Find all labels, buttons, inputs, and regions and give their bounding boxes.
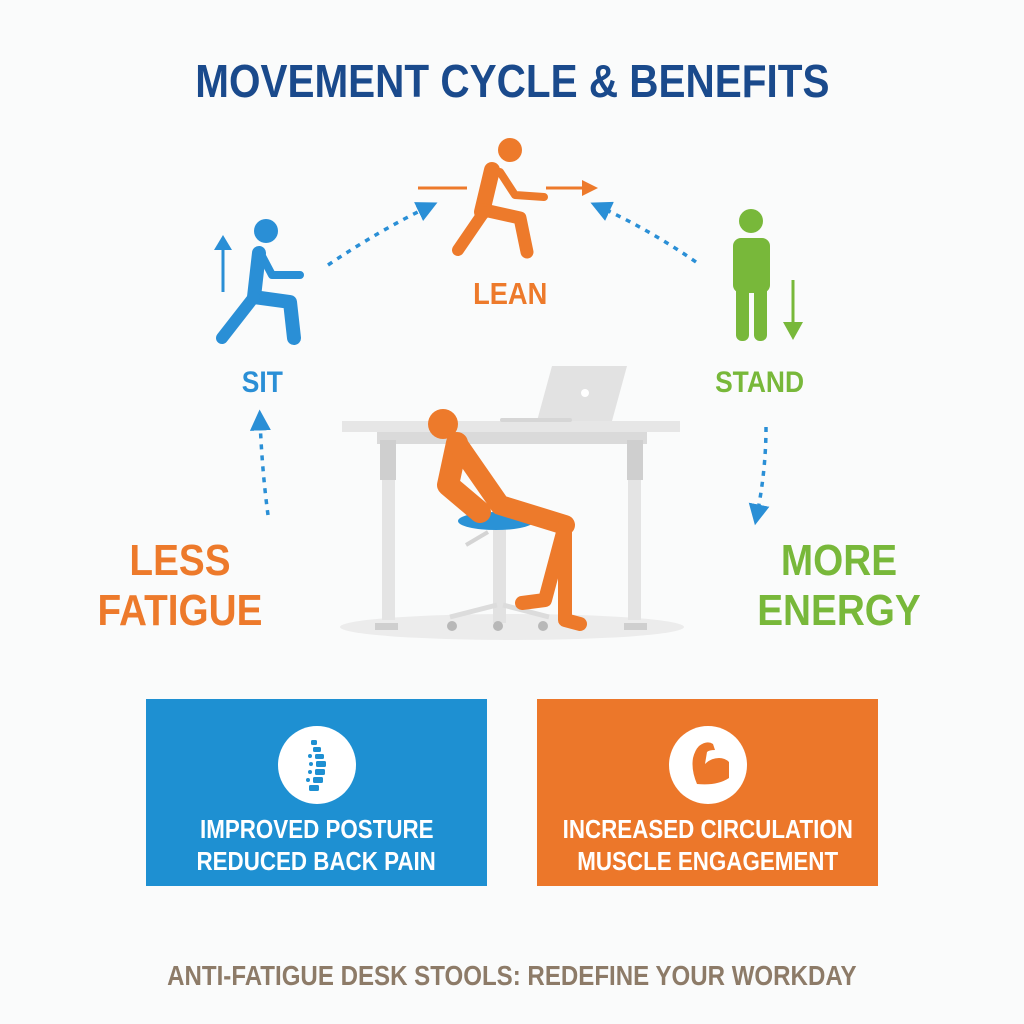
person-leaning-illustration <box>428 409 587 631</box>
benefit-line-1: IMPROVED POSTURE <box>199 814 434 844</box>
benefit-line-2: REDUCED BACK PAIN <box>196 846 437 876</box>
cycle-connector-sit-to-lean <box>327 202 438 267</box>
movement-cycle-diagram <box>214 138 803 640</box>
spine-icon <box>277 726 356 804</box>
cycle-connector-stand-to-energy <box>748 426 770 526</box>
benefit-line-2: MUSCLE ENGAGEMENT <box>577 846 838 876</box>
sit-figure-icon <box>216 219 304 345</box>
benefit-card-circulation: INCREASED CIRCULATION MUSCLE ENGAGEMENT <box>537 699 878 886</box>
footer-tagline: ANTI-FATIGUE DESK STOOLS: REDEFINE YOUR … <box>167 960 857 991</box>
label-lean: LEAN <box>472 276 548 311</box>
down-arrow-icon <box>783 280 803 340</box>
horizontal-arrows-icon <box>418 180 598 196</box>
benefit-line-1: INCREASED CIRCULATION <box>562 814 853 844</box>
benefit-card-posture: IMPROVED POSTURE REDUCED BACK PAIN <box>146 699 487 886</box>
desk-illustration <box>340 421 684 640</box>
cycle-connector-stand-to-lean <box>590 201 697 264</box>
flexed-arm-icon <box>668 726 747 804</box>
outcome-more-energy: MORE ENERGY <box>757 536 921 635</box>
label-stand: STAND <box>715 366 805 399</box>
up-arrow-icon <box>214 235 232 292</box>
laptop-icon <box>500 366 627 422</box>
outcome-less-fatigue: LESS FATIGUE <box>97 536 263 635</box>
stand-figure-icon <box>733 209 770 341</box>
cycle-connector-fatigue-to-sit <box>249 409 271 516</box>
stool-illustration <box>447 512 550 631</box>
label-sit: SIT <box>241 366 283 399</box>
lean-figure-icon <box>452 138 548 259</box>
page-title: MOVEMENT CYCLE & BENEFITS <box>194 55 830 107</box>
